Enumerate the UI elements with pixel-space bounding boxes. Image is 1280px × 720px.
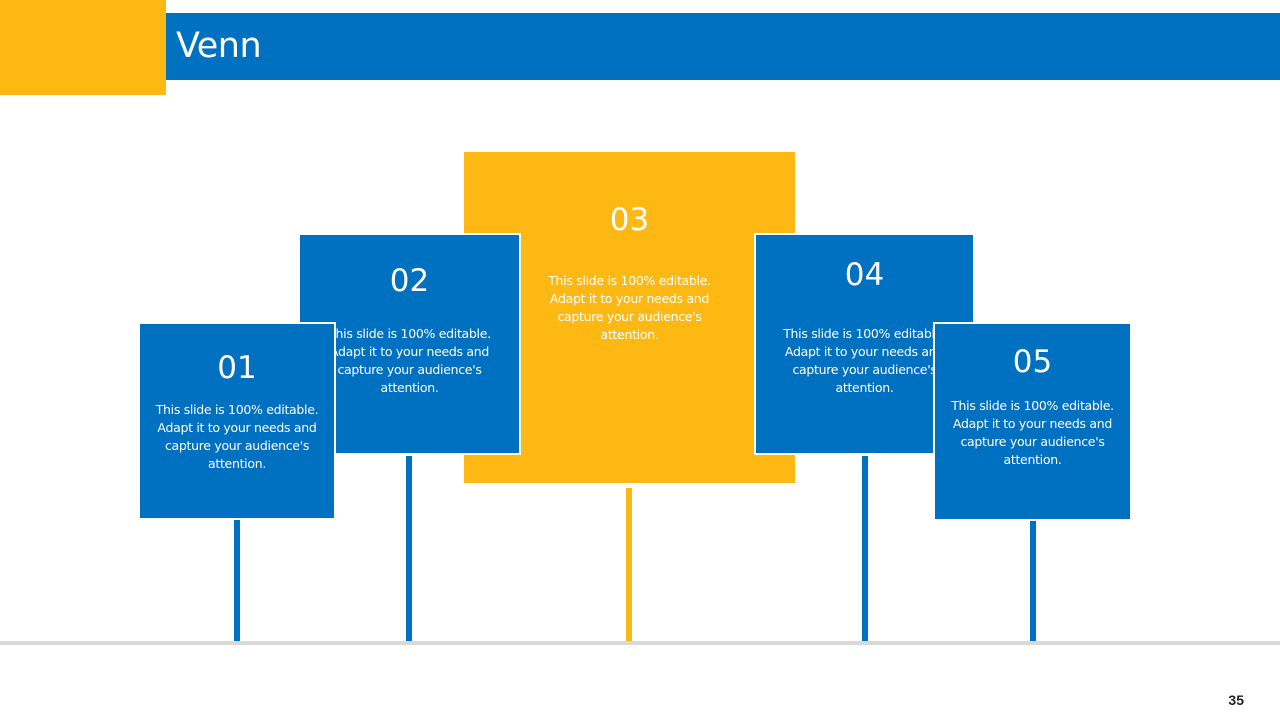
card-01: 01 This slide is 100% editable. Adapt it… <box>138 322 336 520</box>
post-03 <box>626 488 632 642</box>
card-03-number: 03 <box>609 202 650 238</box>
card-05-number: 05 <box>1012 344 1053 380</box>
card-05: 05 This slide is 100% editable. Adapt it… <box>933 322 1132 521</box>
header-accent-block <box>0 0 166 95</box>
title-bar <box>166 13 1280 80</box>
post-01 <box>234 520 240 642</box>
post-02 <box>406 456 412 642</box>
post-04 <box>862 456 868 642</box>
post-05 <box>1030 520 1036 642</box>
card-01-text: This slide is 100% editable. Adapt it to… <box>155 402 319 471</box>
card-02-text: This slide is 100% editable. Adapt it to… <box>328 326 491 395</box>
card-04-text: This slide is 100% editable. Adapt it to… <box>783 326 946 395</box>
card-04-number: 04 <box>844 257 885 293</box>
page-number: 35 <box>1228 692 1244 708</box>
card-01-number: 01 <box>217 350 257 386</box>
slide-title: Venn <box>176 26 262 66</box>
card-03-text: This slide is 100% editable. Adapt it to… <box>548 273 711 342</box>
baseline <box>0 641 1280 645</box>
card-05-text: This slide is 100% editable. Adapt it to… <box>951 398 1114 467</box>
card-02-number: 02 <box>389 263 430 299</box>
